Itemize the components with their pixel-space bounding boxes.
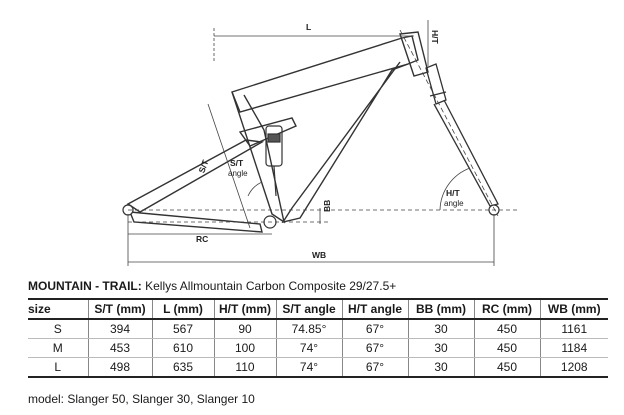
cell-ht-angle: 67° [341, 338, 408, 358]
header-ht-angle: H/T angle [341, 298, 408, 320]
cell-l: 610 [151, 338, 214, 358]
cell-wb: 1208 [539, 357, 608, 378]
cell-size: S [28, 319, 88, 339]
frame-description: Kellys Allmountain Carbon Composite 29/2… [141, 279, 397, 293]
fork [425, 63, 499, 207]
cell-st-angle: 74° [275, 357, 342, 378]
cell-st: 394 [87, 319, 152, 339]
cell-ht-angle: 67° [341, 357, 408, 378]
label-st: S/T [196, 158, 210, 175]
cell-st-angle: 74.85° [275, 319, 342, 339]
label-ht: H/T [430, 30, 440, 45]
cell-ht: 100 [213, 338, 276, 358]
label-st-angle-2: angle [228, 169, 248, 178]
geometry-table: size S/T (mm) L (mm) H/T (mm) S/T angle … [28, 298, 608, 378]
header-l: L (mm) [151, 298, 214, 320]
cell-ht-angle: 67° [341, 319, 408, 339]
cell-l: 567 [151, 319, 214, 339]
cell-bb: 30 [407, 319, 474, 339]
cell-wb: 1184 [539, 338, 608, 358]
cell-ht: 90 [213, 319, 276, 339]
cell-size: L [28, 357, 88, 378]
header-ht: H/T (mm) [213, 298, 276, 320]
cell-size: M [28, 338, 88, 358]
header-st: S/T (mm) [87, 298, 152, 320]
header-st-angle: S/T angle [275, 298, 342, 320]
cell-rc: 450 [473, 338, 540, 358]
category-label: MOUNTAIN - TRAIL: [28, 279, 142, 293]
label-st-angle-1: S/T [230, 158, 244, 168]
table-title: MOUNTAIN - TRAIL: Kellys Allmountain Car… [28, 279, 396, 293]
model-list: model: Slanger 50, Slanger 30, Slanger 1… [28, 392, 255, 406]
cell-l: 635 [151, 357, 214, 378]
header-size: size [28, 298, 88, 320]
cell-st: 498 [87, 357, 152, 378]
dimension-lines [127, 20, 520, 266]
bike-geometry-diagram: L H/T S/T S/T angle H/T angle BB RC WB [122, 20, 520, 266]
label-ht-angle-1: H/T [446, 188, 461, 198]
cell-wb: 1161 [539, 319, 608, 339]
table-row: S 394 567 90 74.85° 67° 30 450 1161 [28, 319, 608, 339]
cell-st-angle: 74° [275, 338, 342, 358]
table-header-row: size S/T (mm) L (mm) H/T (mm) S/T angle … [28, 298, 608, 320]
cell-rc: 450 [473, 357, 540, 378]
frame-drawing [126, 31, 429, 233]
table-row: M 453 610 100 74° 67° 30 450 1184 [28, 338, 608, 358]
label-wb: WB [312, 250, 326, 260]
cell-rc: 450 [473, 319, 540, 339]
header-bb: BB (mm) [407, 298, 474, 320]
table-row: L 498 635 110 74° 67° 30 450 1208 [28, 357, 608, 378]
rear-shock [265, 125, 283, 197]
cell-ht: 110 [213, 357, 276, 378]
header-wb: WB (mm) [539, 298, 608, 320]
label-rc: RC [196, 234, 208, 244]
cell-bb: 30 [407, 357, 474, 378]
header-rc: RC (mm) [473, 298, 540, 320]
cell-st: 453 [87, 338, 152, 358]
label-bb: BB [322, 200, 332, 212]
label-l: L [306, 22, 311, 32]
label-ht-angle-2: angle [444, 199, 464, 208]
cell-bb: 30 [407, 338, 474, 358]
